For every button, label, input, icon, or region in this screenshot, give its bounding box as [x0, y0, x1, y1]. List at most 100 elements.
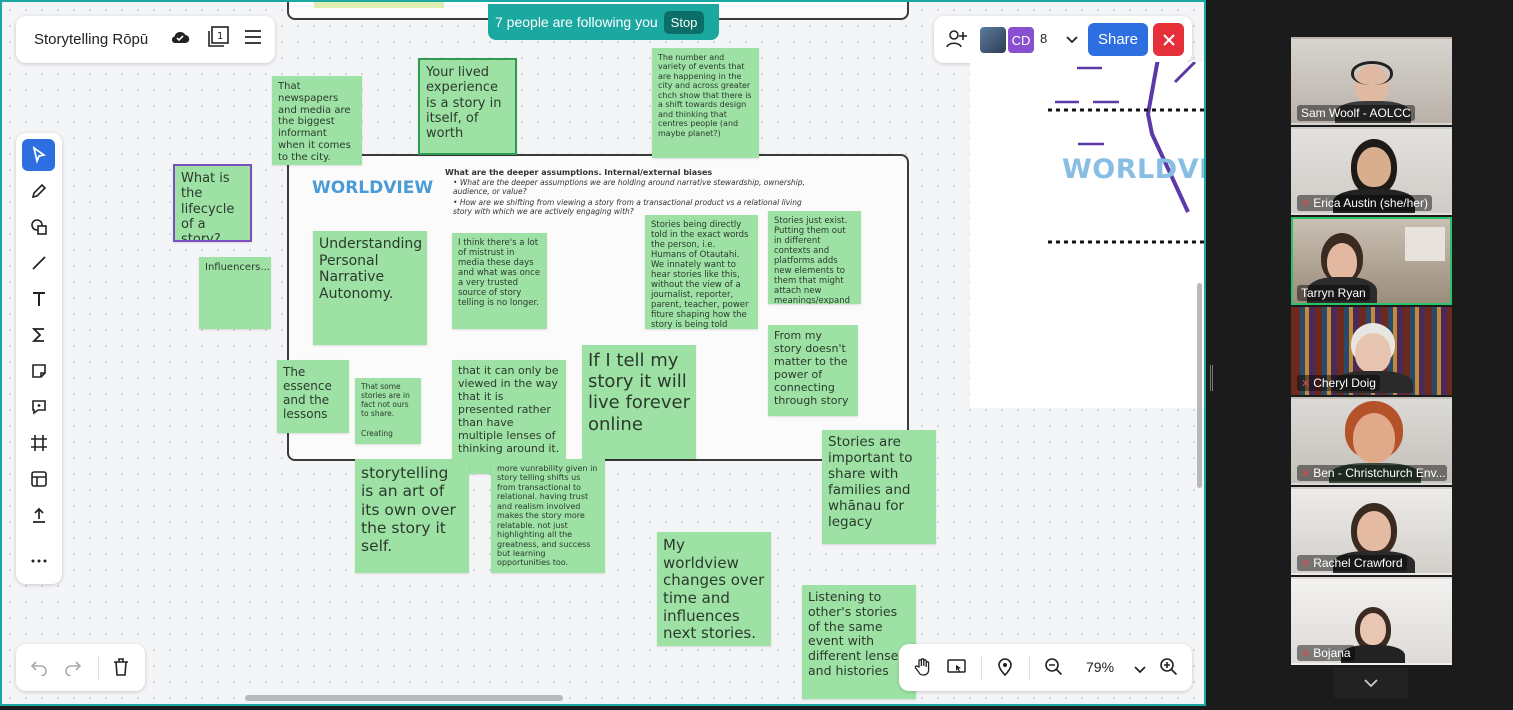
side-frame-title: WORLDVIEW — [1062, 154, 1204, 185]
divider — [98, 656, 99, 680]
participant-video[interactable]: ✕Bojana — [1291, 577, 1452, 665]
zoom-in-icon — [1160, 658, 1178, 676]
chevron-down-icon — [1364, 679, 1378, 688]
sticky-note[interactable]: That some stories are in fact not ours t… — [355, 378, 421, 444]
present-button[interactable] — [946, 657, 968, 682]
share-button[interactable]: Share — [1088, 23, 1148, 56]
sticky-note[interactable]: Listening to other's stories of the same… — [802, 585, 916, 699]
sticky-note[interactable]: My worldview changes over time and influ… — [657, 532, 771, 646]
vertical-scrollbar[interactable] — [1197, 283, 1202, 488]
sticky-note[interactable]: Stories are important to share with fami… — [822, 430, 936, 544]
board-title[interactable]: Storytelling Rōpū — [34, 31, 149, 48]
location-button[interactable] — [995, 657, 1015, 682]
cloud-icon[interactable] — [170, 29, 190, 50]
participant-video[interactable]: ✕Ben - Christchurch Env... — [1291, 397, 1452, 485]
close-icon — [1162, 33, 1175, 46]
participant-face — [1360, 613, 1386, 645]
participant-name: ✕Ben - Christchurch Env... — [1297, 465, 1447, 481]
participant-body — [1333, 189, 1415, 213]
redo-icon — [65, 661, 82, 677]
zoom-level[interactable]: 79% — [1086, 659, 1115, 675]
muted-icon: ✕ — [1301, 198, 1311, 210]
pen-tool[interactable] — [22, 175, 55, 207]
pages-icon[interactable]: 1 — [206, 26, 230, 53]
participant-body — [1307, 277, 1377, 303]
sticky-note[interactable]: more vunrability given in story telling … — [491, 459, 605, 573]
sigma-tool[interactable] — [22, 319, 55, 351]
hand-icon — [914, 658, 930, 676]
participant-face — [1355, 333, 1391, 373]
participant-video[interactable]: Sam Woolf - AOLCC — [1291, 37, 1452, 125]
frame-icon — [30, 435, 47, 451]
sticky-note[interactable]: The number and variety of events that ar… — [652, 48, 759, 158]
sticky-note[interactable]: that it can only be viewed in the way th… — [452, 360, 566, 474]
sticky-note[interactable]: The essence and the lessons — [277, 360, 349, 433]
sticky-note[interactable]: Understanding Personal Narrative Autonom… — [313, 231, 427, 345]
sticky-note-icon — [31, 364, 46, 378]
zoom-out-button[interactable] — [1044, 657, 1064, 682]
line-tool[interactable] — [22, 247, 55, 279]
participant-name: Tarryn Ryan — [1297, 285, 1370, 301]
sticky-note[interactable]: What is the lifecycle of a story? — [173, 164, 252, 242]
sticky-note[interactable]: storytelling is an art of its own over t… — [355, 459, 469, 573]
zoom-in-button[interactable] — [1159, 657, 1179, 682]
redo-button[interactable] — [64, 658, 82, 681]
frame-tool[interactable] — [22, 427, 55, 459]
sticky-note[interactable]: Influencers... — [199, 257, 271, 329]
panel-splitter[interactable] — [1210, 365, 1213, 391]
scroll-participants-button[interactable] — [1334, 668, 1408, 698]
sigma-icon — [31, 328, 44, 342]
whiteboard-canvas[interactable]: 7 people are following you Stop Storytel… — [0, 0, 1206, 706]
participant-video[interactable]: ✕Cheryl Doig — [1291, 307, 1452, 395]
participant-video-active[interactable]: Tarryn Ryan — [1291, 217, 1452, 305]
delete-button[interactable] — [112, 657, 130, 682]
participant-body — [1335, 101, 1411, 123]
chevron-down-icon[interactable] — [1066, 32, 1078, 50]
sticky-note-tool[interactable] — [22, 355, 55, 387]
close-button[interactable] — [1153, 23, 1184, 56]
participant-face — [1327, 243, 1357, 281]
sticky-note[interactable]: I think there's a lot of mistrust in med… — [452, 233, 547, 329]
more-icon — [31, 559, 46, 563]
sticky-note[interactable]: If I tell my story it will live forever … — [582, 345, 696, 459]
comment-tool[interactable] — [22, 391, 55, 423]
worldview-diagram — [1048, 62, 1204, 244]
participant-video[interactable]: ✕Erica Austin (she/her) — [1291, 127, 1452, 215]
template-tool[interactable] — [22, 463, 55, 495]
stop-following-button[interactable]: Stop — [663, 10, 705, 34]
horizontal-scrollbar[interactable] — [245, 695, 563, 701]
participant-video[interactable]: ✕Rachel Crawford — [1291, 487, 1452, 575]
location-icon — [998, 658, 1012, 677]
participant-body — [1333, 551, 1415, 573]
line-icon — [31, 256, 46, 270]
participant-face — [1357, 511, 1391, 551]
upload-tool[interactable] — [22, 499, 55, 531]
window-background — [1405, 227, 1445, 261]
sticky-note[interactable]: That newspapers and media are the bigges… — [272, 76, 362, 165]
collaborator-count[interactable]: 8 — [1040, 31, 1048, 46]
pointer-tool[interactable] — [22, 139, 55, 171]
sticky-note[interactable]: Your lived experience is a story in itse… — [418, 58, 517, 155]
zoom-menu-button[interactable] — [1134, 662, 1146, 680]
invite-icon[interactable] — [946, 28, 968, 55]
pen-icon — [31, 183, 46, 199]
top-frame-stickies — [314, 2, 444, 8]
sticky-note[interactable]: Stories just exist. Putting them out in … — [768, 211, 861, 304]
avatar-initials[interactable]: CD — [1006, 25, 1036, 55]
sticky-note[interactable]: Stories being directly told in the exact… — [645, 215, 758, 329]
shapes-tool[interactable] — [22, 211, 55, 243]
upload-icon — [32, 507, 45, 523]
frame-heading: What are the deeper assumptions. Interna… — [445, 168, 713, 177]
view-toolbar: 79% — [899, 644, 1192, 691]
text-tool[interactable] — [22, 283, 55, 315]
worldview-side-frame[interactable]: WORLDVIEW — [970, 62, 1204, 408]
undo-button[interactable] — [30, 658, 48, 681]
sticky-note[interactable]: From my story doesn't matter to the powe… — [768, 325, 858, 416]
more-tools-button[interactable] — [22, 545, 55, 577]
participant-name: ✕Rachel Crawford — [1297, 555, 1407, 571]
pointer-icon — [32, 146, 46, 164]
svg-text:1: 1 — [217, 31, 223, 42]
menu-icon[interactable] — [244, 29, 262, 50]
avatar[interactable] — [978, 25, 1008, 55]
hand-tool-button[interactable] — [913, 657, 933, 682]
